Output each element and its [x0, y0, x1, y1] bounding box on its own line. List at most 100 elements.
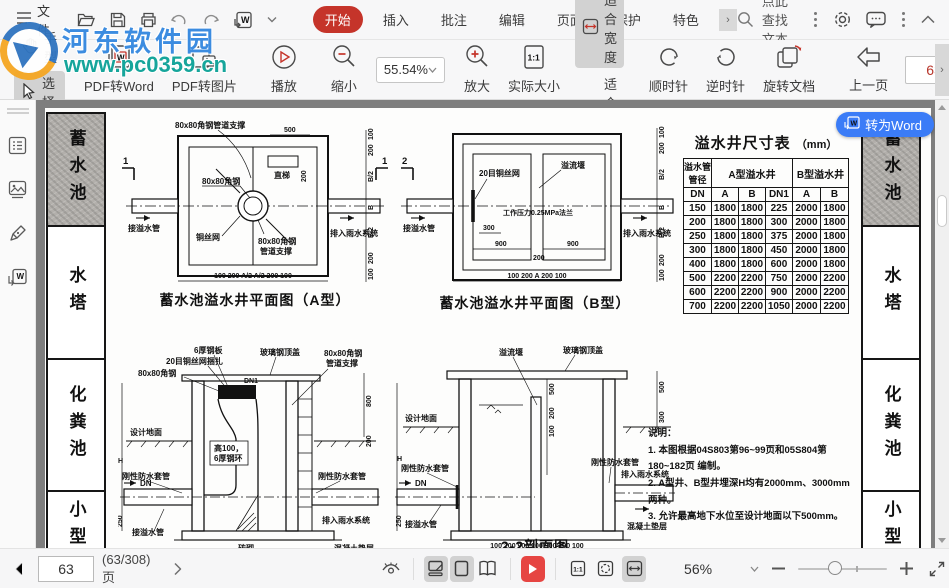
fullscreen-icon[interactable] [925, 556, 949, 582]
more-menu-dots-icon[interactable] [900, 10, 907, 29]
rotate-document-button[interactable]: 旋转文档 [754, 42, 824, 97]
fit-width-button[interactable]: 适合宽度 [575, 0, 625, 68]
status-bar: (63/308)页 1:1 56% [0, 548, 949, 588]
status-fit-width-button[interactable] [621, 555, 647, 582]
tab-insert[interactable]: 插入 [382, 13, 409, 28]
zoom-out-label: 缩小 [330, 79, 357, 94]
svg-text:300: 300 [483, 225, 495, 232]
svg-text:砖砌: 砖砌 [238, 543, 254, 548]
plan-drawing-type-a: 1 1 80x80角钢管道支撑 500 80x80角钢 直梯 200 [122, 120, 388, 282]
presentation-play-button[interactable] [520, 555, 545, 582]
svg-text:200: 200 [659, 142, 666, 154]
outline-panel-icon[interactable] [8, 136, 27, 158]
svg-text:100: 100 [368, 268, 375, 280]
index-cell-smalldrain: 小型排 [66, 499, 86, 549]
menu-bar: 文件 W 开始 插入 批注 编辑 页面 保护 特色 › 点此查找文本 [0, 0, 949, 47]
scroll-up-arrow-icon[interactable] [938, 105, 946, 110]
scrollbar-thumb[interactable] [937, 195, 947, 227]
svg-text:H: H [118, 458, 123, 465]
svg-text:管道支撑: 管道支撑 [326, 358, 358, 368]
play-button[interactable]: 播放 [262, 42, 306, 97]
chevron-down-icon[interactable] [267, 16, 277, 23]
document-viewport[interactable]: 蓄水池 水塔 化粪池 小型排 蓄水池 水塔 化粪池 小型排 1 1 [36, 100, 935, 548]
panel-drag-handle[interactable] [6, 108, 29, 114]
tab-edit[interactable]: 编辑 [498, 13, 525, 28]
svg-text:直梯: 直梯 [274, 170, 290, 180]
zoom-in-button[interactable]: 放大 [455, 42, 499, 97]
tab-home[interactable]: 开始 [312, 6, 363, 33]
notes-block: 说明： 1. 本图根据04S803第96~99页和05S804第180~182页… [648, 426, 853, 526]
hand-icon [22, 37, 38, 57]
search-options-dots-icon[interactable] [812, 10, 819, 29]
save-icon[interactable] [110, 12, 126, 28]
zoom-percent-combobox[interactable]: 55.54% [375, 56, 445, 83]
two-page-layout-button[interactable] [476, 556, 500, 582]
redo-icon[interactable] [202, 13, 219, 27]
single-page-layout-button[interactable] [449, 555, 474, 582]
ribbon-overflow-chevron[interactable]: › [935, 44, 949, 96]
svg-text:混凝土垫层: 混凝土垫层 [627, 521, 667, 531]
scroll-layout-button[interactable] [423, 555, 448, 582]
table-header-type-b: B型溢水井 [791, 158, 850, 188]
svg-text:500: 500 [284, 127, 296, 134]
status-zoom-in-button[interactable] [895, 556, 919, 582]
export-word-icon[interactable]: W [7, 268, 28, 290]
settings-gear-icon[interactable] [833, 10, 852, 29]
zoom-in-label: 放大 [463, 79, 490, 94]
zoom-caret-icon[interactable] [742, 556, 766, 582]
svg-text:排入雨水系统: 排入雨水系统 [623, 228, 671, 238]
collapse-ribbon-icon[interactable] [921, 15, 935, 24]
annotate-pen-icon[interactable] [8, 224, 27, 246]
sheet-index-left: 蓄水池 水塔 化粪池 小型排 [46, 112, 106, 548]
pdf-to-image-button[interactable]: PDF转图片 [163, 42, 246, 97]
table-header-type-a: A型溢水井 [711, 158, 793, 188]
pdf-to-image-label: PDF转图片 [171, 79, 237, 94]
thumbnail-panel-icon[interactable] [8, 180, 27, 202]
feedback-comment-icon[interactable] [866, 11, 886, 28]
status-zoom-out-button[interactable] [766, 556, 790, 582]
tabs-overflow-chevron[interactable]: › [718, 8, 737, 31]
tab-special[interactable]: 特色 [672, 13, 699, 28]
index-cell-watertower: 水塔 [863, 227, 919, 360]
rotate-ccw-button[interactable]: 逆时针 [697, 42, 754, 97]
scroll-down-arrow-icon[interactable] [938, 538, 946, 543]
svg-text:管道支撑: 管道支撑 [260, 246, 292, 256]
rotate-cw-button[interactable]: 顺时针 [640, 42, 697, 97]
svg-text:200: 200 [368, 252, 375, 264]
svg-text:200: 200 [368, 144, 375, 156]
zoom-slider-knob[interactable] [828, 560, 843, 575]
zoom-out-button[interactable]: 缩小 [322, 42, 366, 97]
status-next-page-button[interactable] [165, 556, 189, 582]
undo-icon[interactable] [170, 13, 188, 27]
svg-text:排入雨水系统: 排入雨水系统 [322, 515, 370, 525]
svg-text:刚性防水套管: 刚性防水套管 [591, 457, 639, 467]
hand-tool-button[interactable]: 手型 [14, 26, 65, 68]
status-prev-page-button[interactable] [8, 556, 32, 582]
svg-text:100 200 A 20: 100 200 A 200 100 [507, 273, 566, 280]
svg-text:B/2: B/2 [368, 171, 375, 182]
svg-text:20目铜丝网捆扎: 20目铜丝网捆扎 [166, 356, 223, 366]
status-page-number-input[interactable] [38, 555, 95, 582]
svg-text:100: 100 [659, 269, 666, 281]
status-fit-page-button[interactable] [594, 556, 618, 582]
svg-text:DN: DN [140, 479, 152, 488]
convert-word-icon[interactable]: W [233, 11, 253, 29]
previous-page-button[interactable]: 上一页 [840, 43, 897, 96]
vertical-scrollbar[interactable] [935, 100, 949, 548]
print-icon[interactable] [140, 12, 157, 28]
convert-to-word-button[interactable]: W 转为Word [836, 112, 934, 137]
table-header-pipe: 溢水管管径 [683, 158, 712, 188]
pdf-to-word-button[interactable]: W PDF转Word [75, 42, 163, 97]
tab-comment[interactable]: 批注 [440, 13, 467, 28]
svg-text:排入雨水系统: 排入雨水系统 [330, 228, 378, 238]
combo-caret-icon [428, 67, 437, 73]
open-folder-icon[interactable] [77, 12, 96, 28]
status-actual-size-button[interactable]: 1:1 [566, 556, 590, 582]
zoom-slider[interactable] [798, 560, 887, 575]
actual-size-button[interactable]: 1:1 实际大小 [499, 42, 569, 97]
section-2-2-title: 2-2剖面图 [500, 538, 570, 548]
svg-text:100: 100 [659, 126, 666, 138]
svg-text:2: 2 [402, 156, 407, 167]
read-mode-eye-icon[interactable] [379, 556, 403, 582]
